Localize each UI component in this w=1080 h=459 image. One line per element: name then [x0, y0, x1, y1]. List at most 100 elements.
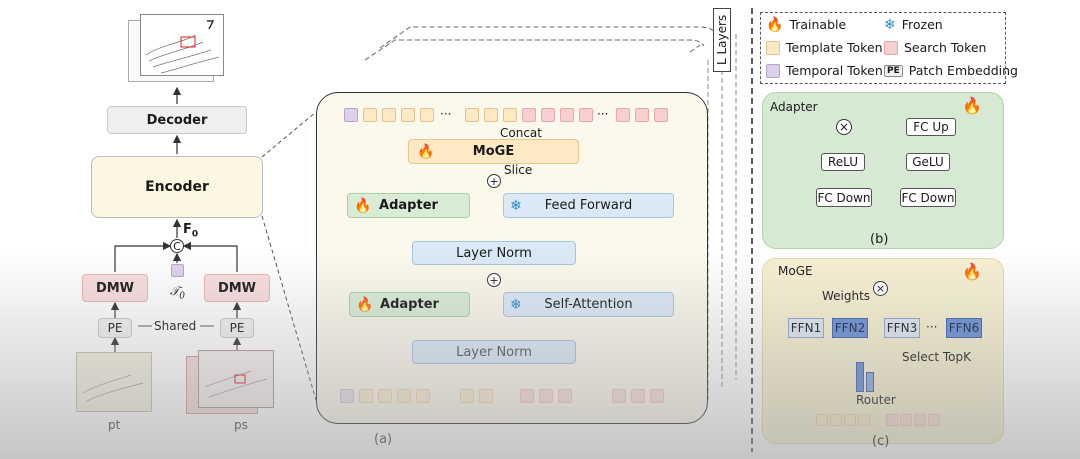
template-token [830, 414, 842, 426]
temporal-token-t0 [171, 264, 184, 277]
search-token [560, 108, 574, 122]
moge-block: 🔥 MoGE [408, 139, 579, 164]
template-token [858, 414, 870, 426]
encoder-block: Encoder [91, 156, 263, 218]
search-token [520, 389, 534, 403]
ffn1-block: FFN1 [788, 318, 824, 338]
legend-temporal-token: Temporal Token [766, 63, 883, 78]
template-token [479, 389, 493, 403]
self-attention-block: ❄ Self-Attention [503, 292, 674, 317]
fire-icon: 🔥 [962, 262, 982, 281]
layer-norm-bottom-block: Layer Norm [412, 340, 576, 364]
caption-c: (c) [872, 434, 890, 449]
dmw-left-block: DMW [82, 274, 148, 302]
gelu-block: GeLU [906, 153, 950, 171]
search-token [612, 389, 626, 403]
search-token [631, 389, 645, 403]
f0-label: F0 [183, 222, 199, 240]
residual-add-top: + [487, 174, 501, 188]
layer-norm-top-block: Layer Norm [412, 241, 576, 265]
caption-b: (b) [870, 232, 889, 247]
t0-label: 𝒯0 [170, 284, 185, 302]
template-token [503, 108, 517, 122]
template-token [420, 108, 434, 122]
template-token [378, 389, 392, 403]
template-token [844, 414, 856, 426]
adapter-panel-title: Adapter [770, 100, 818, 114]
router-bar [856, 362, 864, 392]
template-token [816, 414, 828, 426]
search-token [900, 414, 912, 426]
adapter-top-block: 🔥 Adapter [347, 193, 470, 218]
search-token [579, 108, 593, 122]
caption-a: (a) [374, 432, 393, 447]
router-bar [866, 372, 874, 392]
ellipsis: ··· [597, 107, 609, 121]
fire-icon: 🔥 [962, 96, 982, 115]
shared-label: Shared [154, 319, 197, 333]
snowflake-icon: ❄ [510, 197, 522, 214]
search-point-cloud-front [198, 350, 274, 408]
fc-down-left-block: FC Down [816, 188, 872, 207]
legend-box [760, 12, 1006, 84]
fire-icon: 🔥 [356, 296, 374, 313]
snowflake-icon: ❄ [884, 16, 896, 33]
search-token [616, 108, 630, 122]
residual-add-bottom: + [487, 273, 501, 287]
search-token [541, 108, 555, 122]
template-token [401, 108, 415, 122]
ps-label: ps [234, 418, 248, 432]
search-token [522, 108, 536, 122]
fire-icon: 🔥 [766, 16, 784, 33]
legend-template-token: Template Token [766, 40, 883, 55]
concat-symbol: C [170, 239, 184, 253]
weighted-sum-symbol: × [873, 281, 888, 296]
template-token [465, 108, 479, 122]
search-token [650, 389, 664, 403]
template-token [460, 389, 474, 403]
moge-panel-title: MoGE [778, 264, 813, 278]
relu-block: ReLU [821, 153, 865, 171]
adapter-bottom-block: 🔥 Adapter [349, 292, 470, 317]
feed-forward-block: ❄ Feed Forward [503, 193, 674, 218]
fire-icon: 🔥 [417, 143, 435, 160]
template-token [359, 389, 373, 403]
legend-frozen: ❄Frozen [884, 16, 943, 33]
output-point-cloud [128, 14, 224, 82]
search-token [928, 414, 940, 426]
pt-label: pt [108, 418, 121, 432]
legend-search-token: Search Token [884, 40, 986, 55]
search-token [635, 108, 649, 122]
ffn-ellipsis: ··· [926, 320, 938, 334]
search-token [886, 414, 898, 426]
legend-trainable: 🔥Trainable [766, 16, 847, 33]
snowflake-icon: ❄ [510, 296, 522, 313]
template-token [382, 108, 396, 122]
search-token [654, 108, 668, 122]
pe-right-block: PE [220, 318, 254, 338]
multiply-symbol: × [836, 119, 852, 135]
slice-label: Slice [504, 163, 533, 177]
temporal-token [344, 108, 358, 122]
dmw-right-block: DMW [204, 274, 270, 302]
temporal-token [340, 389, 354, 403]
template-token [363, 108, 377, 122]
concat-label: Concat [500, 126, 542, 140]
l-layers-label: L Layers [713, 7, 731, 72]
fc-up-block: FC Up [906, 118, 956, 136]
decoder-block: Decoder [107, 106, 247, 134]
template-token [397, 389, 411, 403]
weights-label: Weights [822, 289, 871, 303]
fc-down-right-block: FC Down [900, 188, 956, 207]
router-label: Router [856, 393, 896, 407]
template-point-cloud [76, 352, 152, 412]
ffn3-block: FFN3 [884, 318, 920, 338]
adapter-detail-panel [762, 92, 1004, 249]
pe-badge: PE [884, 64, 903, 77]
search-token [914, 414, 926, 426]
pe-left-block: PE [98, 318, 132, 338]
fire-icon: 🔥 [354, 197, 372, 214]
search-token [539, 389, 553, 403]
ellipsis: ··· [440, 107, 452, 121]
